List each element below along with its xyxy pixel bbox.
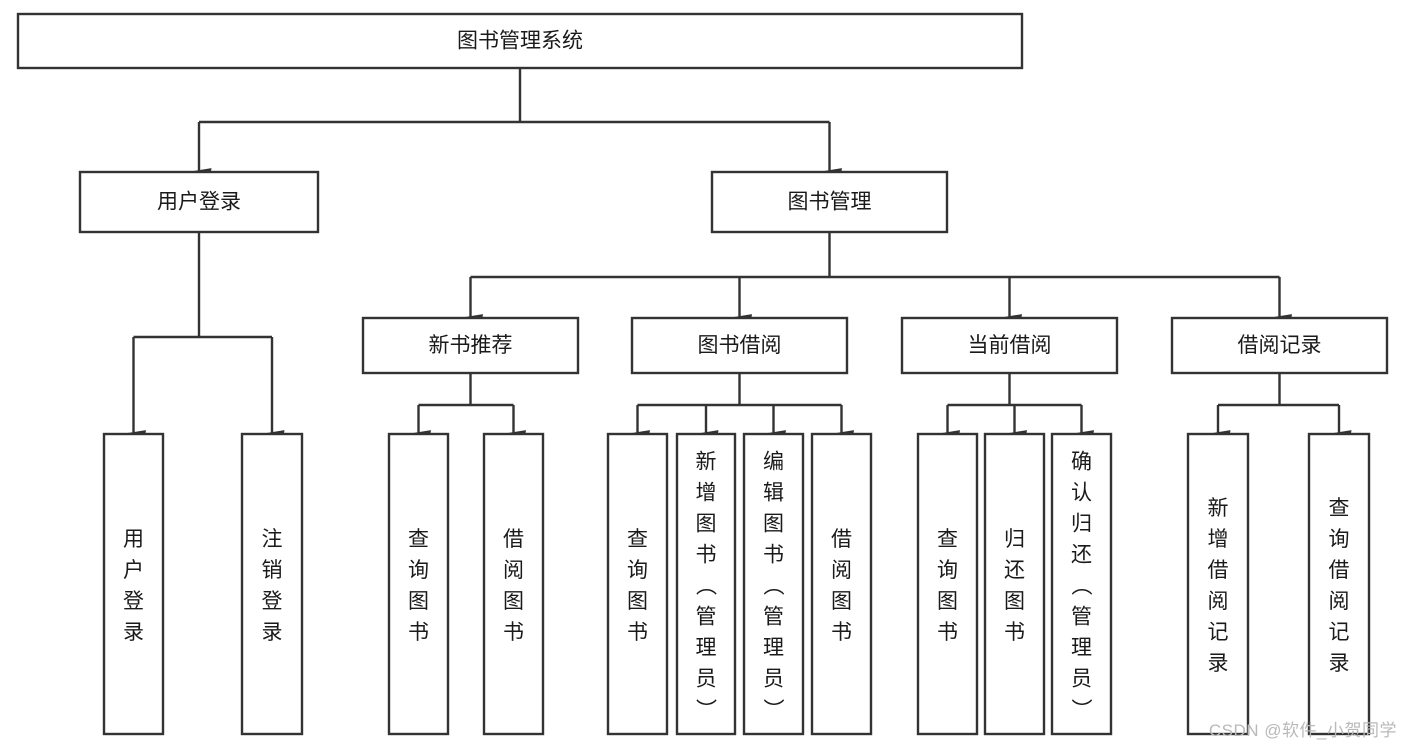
node-label: 新书推荐 — [429, 334, 513, 357]
node-label: 查询图书 — [627, 528, 648, 644]
node-box — [1186, 432, 1250, 736]
node-label: 借阅记录 — [1238, 334, 1322, 357]
node-leaf-user-login[interactable]: 用户登录 — [102, 432, 165, 736]
node-label: 查询借阅记录 — [1329, 497, 1350, 675]
node-leaf-query-book-3[interactable]: 查询图书 — [916, 432, 979, 736]
node-box — [102, 432, 165, 736]
connector-layer — [120, 68, 1352, 452]
node-box — [916, 432, 979, 736]
node-label: 新增借阅记录 — [1208, 497, 1229, 675]
node-root[interactable]: 图书管理系统 — [16, 12, 1024, 70]
node-leaf-borrow-book-1[interactable]: 借阅图书 — [482, 432, 545, 736]
node-box — [1050, 432, 1113, 736]
node-box — [983, 432, 1046, 736]
node-leaf-add-record[interactable]: 新增借阅记录 — [1186, 432, 1250, 736]
node-leaf-query-book-1[interactable]: 查询图书 — [387, 432, 450, 736]
node-label: 注销登录 — [262, 528, 283, 644]
node-box — [675, 432, 737, 736]
node-box — [240, 432, 304, 736]
node-layer: 图书管理系统用户登录图书管理新书推荐图书借阅当前借阅借阅记录用户登录注销登录查询… — [16, 12, 1389, 736]
node-leaf-add-book[interactable]: 新增图书（管理员） — [675, 432, 737, 736]
node-label: 借阅图书 — [831, 528, 852, 644]
node-box — [900, 316, 1119, 375]
node-label: 当前借阅 — [968, 334, 1052, 357]
node-current-borrow[interactable]: 当前借阅 — [900, 316, 1119, 375]
node-new-book-rec[interactable]: 新书推荐 — [361, 316, 580, 375]
node-box — [810, 432, 873, 736]
node-book-borrow[interactable]: 图书借阅 — [630, 316, 849, 375]
node-box — [78, 170, 320, 234]
node-borrow-record[interactable]: 借阅记录 — [1170, 316, 1389, 375]
node-label: 查询图书 — [408, 528, 429, 644]
node-box — [387, 432, 450, 736]
node-label: 图书管理 — [788, 191, 872, 214]
node-leaf-edit-book[interactable]: 编辑图书（管理员） — [742, 432, 805, 736]
node-box — [482, 432, 545, 736]
node-leaf-return-book[interactable]: 归还图书 — [983, 432, 1046, 736]
node-box — [710, 170, 949, 234]
node-leaf-borrow-book-2[interactable]: 借阅图书 — [810, 432, 873, 736]
node-label: 图书借阅 — [698, 334, 782, 357]
node-user-login[interactable]: 用户登录 — [78, 170, 320, 234]
node-box — [361, 316, 580, 375]
node-leaf-query-record[interactable]: 查询借阅记录 — [1307, 432, 1371, 736]
node-leaf-confirm-return[interactable]: 确认归还（管理员） — [1050, 432, 1113, 736]
node-label: 查询图书 — [937, 528, 958, 644]
node-label: 确认归还（管理员） — [1071, 451, 1093, 722]
node-label: 图书管理系统 — [457, 30, 583, 53]
node-leaf-query-book-2[interactable]: 查询图书 — [606, 432, 669, 736]
node-label: 归还图书 — [1004, 528, 1025, 644]
node-book-manage[interactable]: 图书管理 — [710, 170, 949, 234]
node-label: 用户登录 — [157, 191, 241, 214]
node-box — [606, 432, 669, 736]
node-box — [1307, 432, 1371, 736]
node-label: 借阅图书 — [503, 528, 524, 644]
node-leaf-user-logout[interactable]: 注销登录 — [240, 432, 304, 736]
node-label: 新增图书（管理员） — [696, 451, 718, 722]
node-box — [742, 432, 805, 736]
node-box — [16, 12, 1024, 70]
node-box — [630, 316, 849, 375]
node-box — [1170, 316, 1389, 375]
node-label: 用户登录 — [123, 528, 144, 644]
node-label: 编辑图书（管理员） — [763, 451, 785, 722]
